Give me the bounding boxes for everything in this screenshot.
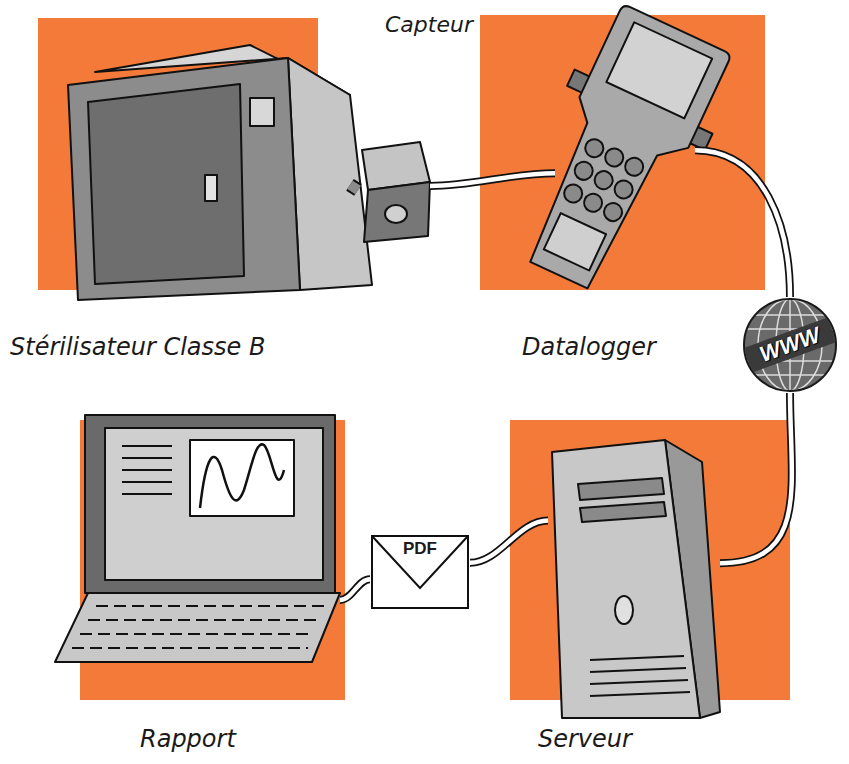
plug-body	[350, 185, 358, 190]
server-drawing	[552, 440, 720, 718]
cable-outline	[470, 521, 548, 563]
cable-connector	[695, 150, 790, 297]
node-caption: Rapport	[140, 724, 236, 754]
cable-core	[695, 150, 790, 297]
laptop-drawing	[55, 415, 340, 662]
cable-core	[340, 579, 370, 600]
sensor-drawing	[362, 142, 430, 242]
cable-core	[470, 521, 548, 563]
cable-core	[430, 173, 555, 186]
datalogger-node: Datalogger	[555, 5, 695, 290]
cable-connector	[470, 521, 548, 563]
envelope-label: PDF	[401, 539, 439, 559]
cable-connector	[340, 579, 370, 600]
server-node: Serveur	[548, 435, 720, 720]
sensor-plug	[350, 185, 358, 190]
sterilizer-node: Stérilisateur Classe B	[65, 55, 350, 300]
cable-outline	[430, 173, 555, 186]
node-caption: Datalogger	[522, 332, 656, 362]
pdf-envelope: PDF	[370, 530, 470, 612]
cable-connector	[430, 173, 555, 186]
cable-outline	[340, 579, 370, 600]
sensor-node: Capteur	[358, 140, 430, 242]
plug-outline	[350, 185, 358, 190]
cable-outline	[695, 150, 790, 297]
node-caption: Capteur	[385, 10, 473, 40]
globe-node: WWW	[742, 297, 838, 393]
cable-core	[720, 393, 792, 563]
cable-connector	[720, 393, 792, 563]
laptop-node: Rapport	[55, 415, 340, 665]
node-caption: Serveur	[538, 724, 632, 754]
sterilizer-drawing	[68, 45, 372, 300]
cable-outline	[720, 393, 792, 563]
node-caption: Stérilisateur Classe B	[10, 332, 265, 362]
